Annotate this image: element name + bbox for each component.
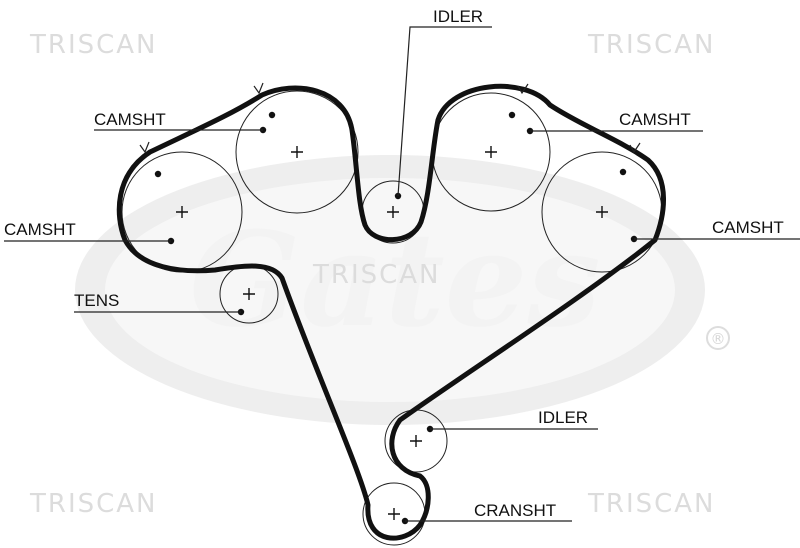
timing-dot-upper-left-top	[268, 111, 276, 119]
center-cross-camshaft-upper-left	[291, 146, 303, 158]
center-cross-camshaft-left	[176, 206, 188, 218]
center-cross-camshaft-right	[596, 206, 608, 218]
label-idler-top: IDLER	[433, 7, 483, 26]
gates-logo-watermark: Gates ®	[75, 155, 730, 425]
label-camshaft-right: CAMSHT	[712, 218, 784, 237]
alignment-check-marks	[139, 82, 641, 154]
label-idler-lower: IDLER	[538, 408, 588, 427]
label-camshaft-upper-left: CAMSHT	[94, 110, 166, 129]
center-cross-crankshaft	[388, 508, 400, 520]
center-cross-tensioner	[243, 288, 255, 300]
timing-belt	[116, 83, 666, 541]
label-camshaft-upper-right: CAMSHT	[619, 110, 691, 129]
triscan-watermark-bottom-left: TRISCAN	[29, 489, 158, 519]
triscan-watermark-top-right: TRISCAN	[587, 30, 716, 60]
registered-mark: ®	[711, 330, 726, 348]
center-cross-camshaft-upper-right	[485, 146, 497, 158]
registered-mark-ring	[706, 326, 730, 350]
check-mark-upper-right	[517, 83, 529, 95]
center-cross-idler-lower	[410, 435, 422, 447]
triscan-watermark-center: TRISCAN	[312, 260, 441, 290]
timing-dot-left-top	[154, 170, 162, 178]
leader-lines	[4, 26, 800, 522]
timing-dot-upper-right-top	[508, 111, 516, 119]
pulley-center-marks	[176, 146, 608, 520]
triscan-watermark-bottom-right: TRISCAN	[587, 489, 716, 519]
check-mark-upper-left	[253, 82, 264, 95]
check-mark-left	[139, 141, 150, 154]
timing-dot-right-top	[619, 168, 627, 176]
label-crankshaft: CRANSHT	[474, 501, 556, 520]
check-mark-right	[629, 142, 641, 154]
label-camshaft-left: CAMSHT	[4, 220, 76, 239]
triscan-watermark-top-left: TRISCAN	[29, 30, 158, 60]
leader-idler-top	[397, 26, 492, 197]
label-tensioner: TENS	[74, 291, 119, 310]
camshaft-pulley-upper-left	[235, 90, 359, 214]
center-cross-idler-top	[387, 206, 399, 218]
